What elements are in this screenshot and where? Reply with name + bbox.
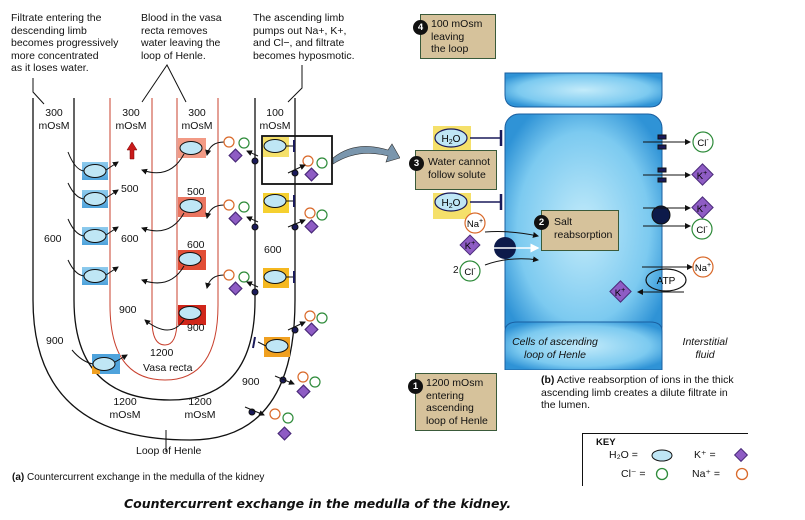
conc-vasa-right-top: 300 mOsM	[181, 107, 213, 132]
panel-b-diagram: H2O H2O Na+ K+ Cl- ATP Cl- K+ K+ Cl- Na+…	[433, 72, 714, 370]
key-cl-label: Cl⁻ =	[621, 468, 646, 480]
water-oval-icon	[651, 449, 673, 462]
sodium-circle-icon	[735, 467, 749, 481]
lower-cell	[504, 321, 663, 370]
ascending-limb-note: The ascending limb pumps out Na+, K+, an…	[253, 12, 355, 62]
chloride-ion	[459, 260, 481, 282]
vasa-recta-water-arrows	[141, 141, 225, 331]
step-4-box: 100 mOsm leaving the loop	[420, 14, 496, 59]
h2o-label: H2O	[442, 134, 461, 146]
panel-a-caption-prefix: (a)	[12, 472, 25, 483]
two-chloride-coefficient: 2	[453, 265, 459, 276]
conc-vasa-left-600: 600	[121, 233, 139, 245]
conc-bottom-left-1200: 1200 mOsM	[109, 396, 141, 421]
k-label: K+	[465, 240, 475, 252]
k-label: K+	[697, 203, 707, 215]
conc-vasa-left-top: 300 mOsM	[115, 107, 147, 132]
water-molecule	[434, 192, 468, 212]
cl-label: Cl-	[697, 137, 709, 149]
key-h2o-label: H₂O =	[609, 449, 638, 461]
loop-of-henle	[32, 98, 296, 441]
loop-of-henle-label: Loop of Henle	[136, 445, 202, 457]
potassium-ion	[459, 234, 481, 256]
potassium-ion	[609, 280, 632, 303]
sodium-ion	[464, 212, 486, 234]
key-k-label: K⁺ =	[694, 449, 716, 461]
figure-caption: Countercurrent exchange in the medulla o…	[124, 496, 512, 511]
potassium-ion	[691, 196, 714, 219]
cl-label: Cl-	[696, 224, 708, 236]
upper-cell	[504, 72, 663, 108]
panel-b-caption-text: Active reabsorption of ions in the thick…	[541, 374, 734, 411]
chloride-circle-icon	[655, 467, 669, 481]
nkcc-cotransporter	[484, 231, 540, 266]
step-3-box: Water cannot follow solute	[415, 150, 497, 190]
vasa-recta	[109, 98, 219, 381]
sodium-ion	[692, 256, 714, 278]
ion-clusters	[223, 136, 328, 441]
conc-descending-600: 600	[44, 233, 62, 245]
conc-vasa-bottom-1200: 1200	[150, 347, 174, 359]
descending-water-arrows	[67, 151, 128, 365]
k-label: K+	[697, 170, 707, 182]
key-title: KEY	[596, 437, 616, 448]
atp-label: ATP	[657, 276, 676, 287]
ascending-pumps	[244, 150, 306, 416]
conc-vasa-right-900: 900	[187, 322, 205, 334]
note-pointers	[32, 64, 303, 105]
cells-ascending-label: Cells of ascending loop of Henle	[512, 336, 598, 361]
potassium-diamond-icon	[733, 447, 749, 463]
interstitial-fluid-label: Interstitial fluid	[682, 336, 728, 361]
panel-a-diagram	[32, 64, 400, 452]
conc-descending-top: 300 mOsM	[38, 107, 70, 132]
vasa-recta-water-boxes	[178, 138, 206, 325]
panel-a-caption-text: Countercurrent exchange in the medulla o…	[27, 472, 265, 483]
zoom-highlight-box	[261, 135, 333, 185]
conc-ascending-top: 100 mOsM	[259, 107, 291, 132]
conc-vasa-right-500: 500	[187, 186, 205, 198]
panel-a-caption: (a) Countercurrent exchange in the medul…	[12, 472, 264, 483]
basolateral-channels	[637, 134, 693, 295]
water-molecule	[434, 128, 468, 148]
vasa-recta-note: Blood in the vasa recta removes water le…	[141, 12, 222, 62]
conc-vasa-right-600: 600	[187, 239, 205, 251]
panel-b-caption: (b) Active reabsorption of ions in the t…	[541, 374, 801, 412]
descending-limb-note: Filtrate entering the descending limb be…	[11, 12, 119, 74]
chloride-ion	[692, 131, 714, 153]
cl-label: Cl-	[464, 266, 476, 278]
vasa-recta-label: Vasa recta	[143, 362, 193, 374]
h2o-label: H2O	[442, 198, 461, 210]
step-2-number: 2	[534, 215, 549, 230]
step-1-number: 1	[408, 379, 423, 394]
conc-bottom-right-1200: 1200 mOsM	[184, 396, 216, 421]
key-na-label: Na⁺ =	[692, 468, 721, 480]
conc-vasa-left-500: 500	[121, 183, 139, 195]
panel-b-caption-prefix: (b)	[541, 374, 555, 386]
step-1-box: 1200 mOsm entering ascending loop of Hen…	[415, 373, 497, 431]
step-4-number: 4	[413, 20, 428, 35]
conc-ascending-900: 900	[242, 376, 260, 388]
conc-vasa-left-900: 900	[119, 304, 137, 316]
step-2-box: Salt reabsorption	[541, 210, 619, 251]
flow-up-arrow	[126, 141, 138, 160]
chloride-ion	[691, 218, 713, 240]
ascending-water-boxes	[252, 137, 295, 357]
key-legend: KEY H₂O = K⁺ = Cl⁻ = Na⁺ =	[582, 433, 749, 486]
k-label: K+	[615, 287, 625, 299]
conc-descending-900: 900	[46, 335, 64, 347]
zoom-arrow	[332, 143, 400, 165]
step-3-number: 3	[409, 156, 424, 171]
potassium-ion	[691, 163, 714, 186]
conc-ascending-600: 600	[264, 244, 282, 256]
